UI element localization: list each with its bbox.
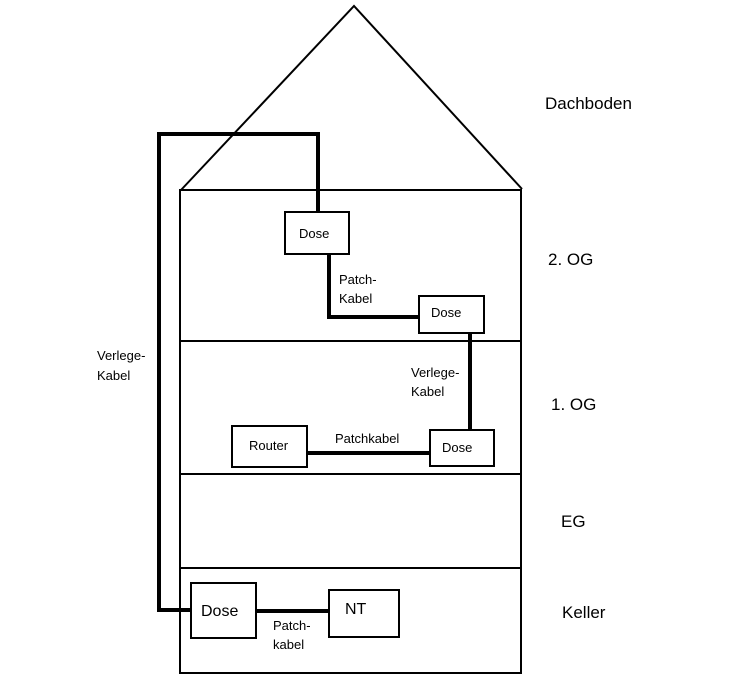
cable-label-verlege-outer: Verlege- Kabel bbox=[97, 348, 145, 383]
svg-text:Verlege-: Verlege- bbox=[411, 365, 459, 380]
box-label: Dose bbox=[201, 603, 238, 620]
box-dose-og2-left: Dose bbox=[284, 211, 350, 255]
cable-label-patch-og2: Patch- Kabel bbox=[339, 272, 377, 306]
verlege-kabel-outer bbox=[157, 132, 320, 612]
svg-text:Patch-: Patch- bbox=[273, 618, 311, 633]
box-nt: NT bbox=[328, 589, 400, 638]
svg-text:Verlege-: Verlege- bbox=[97, 348, 145, 363]
cable-label-patch-keller: Patch- kabel bbox=[273, 618, 311, 652]
box-label: NT bbox=[345, 601, 367, 618]
box-router: Router bbox=[231, 425, 308, 468]
svg-text:Kabel: Kabel bbox=[411, 384, 444, 399]
cable-label-patchkabel-og1: Patchkabel bbox=[335, 431, 399, 446]
floor-label-keller: Keller bbox=[562, 603, 606, 622]
svg-text:kabel: kabel bbox=[273, 637, 304, 652]
patch-kabel-og2 bbox=[327, 254, 430, 319]
house-structure bbox=[179, 4, 523, 674]
box-dose-og1: Dose bbox=[429, 429, 495, 467]
box-label: Router bbox=[249, 438, 289, 453]
svg-text:Kabel: Kabel bbox=[339, 291, 372, 306]
floor-label-og2: 2. OG bbox=[548, 250, 593, 269]
floor-labels: Dachboden 2. OG 1. OG EG Keller bbox=[545, 94, 632, 622]
svg-text:Patch-: Patch- bbox=[339, 272, 377, 287]
box-label: Dose bbox=[299, 226, 329, 241]
roof bbox=[180, 4, 523, 191]
box-label: Dose bbox=[431, 305, 461, 320]
box-label: Dose bbox=[442, 440, 472, 455]
cables bbox=[157, 132, 472, 613]
floor-label-og1: 1. OG bbox=[551, 395, 596, 414]
floor-label-dachboden: Dachboden bbox=[545, 94, 632, 113]
cable-label-verlege-inner: Verlege- Kabel bbox=[411, 365, 459, 399]
floor-label-eg: EG bbox=[561, 512, 586, 531]
box-dose-og2-right: Dose bbox=[418, 295, 485, 334]
house-body bbox=[179, 189, 522, 674]
svg-text:Kabel: Kabel bbox=[97, 368, 130, 383]
box-dose-keller: Dose bbox=[190, 582, 257, 639]
svg-text:Patchkabel: Patchkabel bbox=[335, 431, 399, 446]
